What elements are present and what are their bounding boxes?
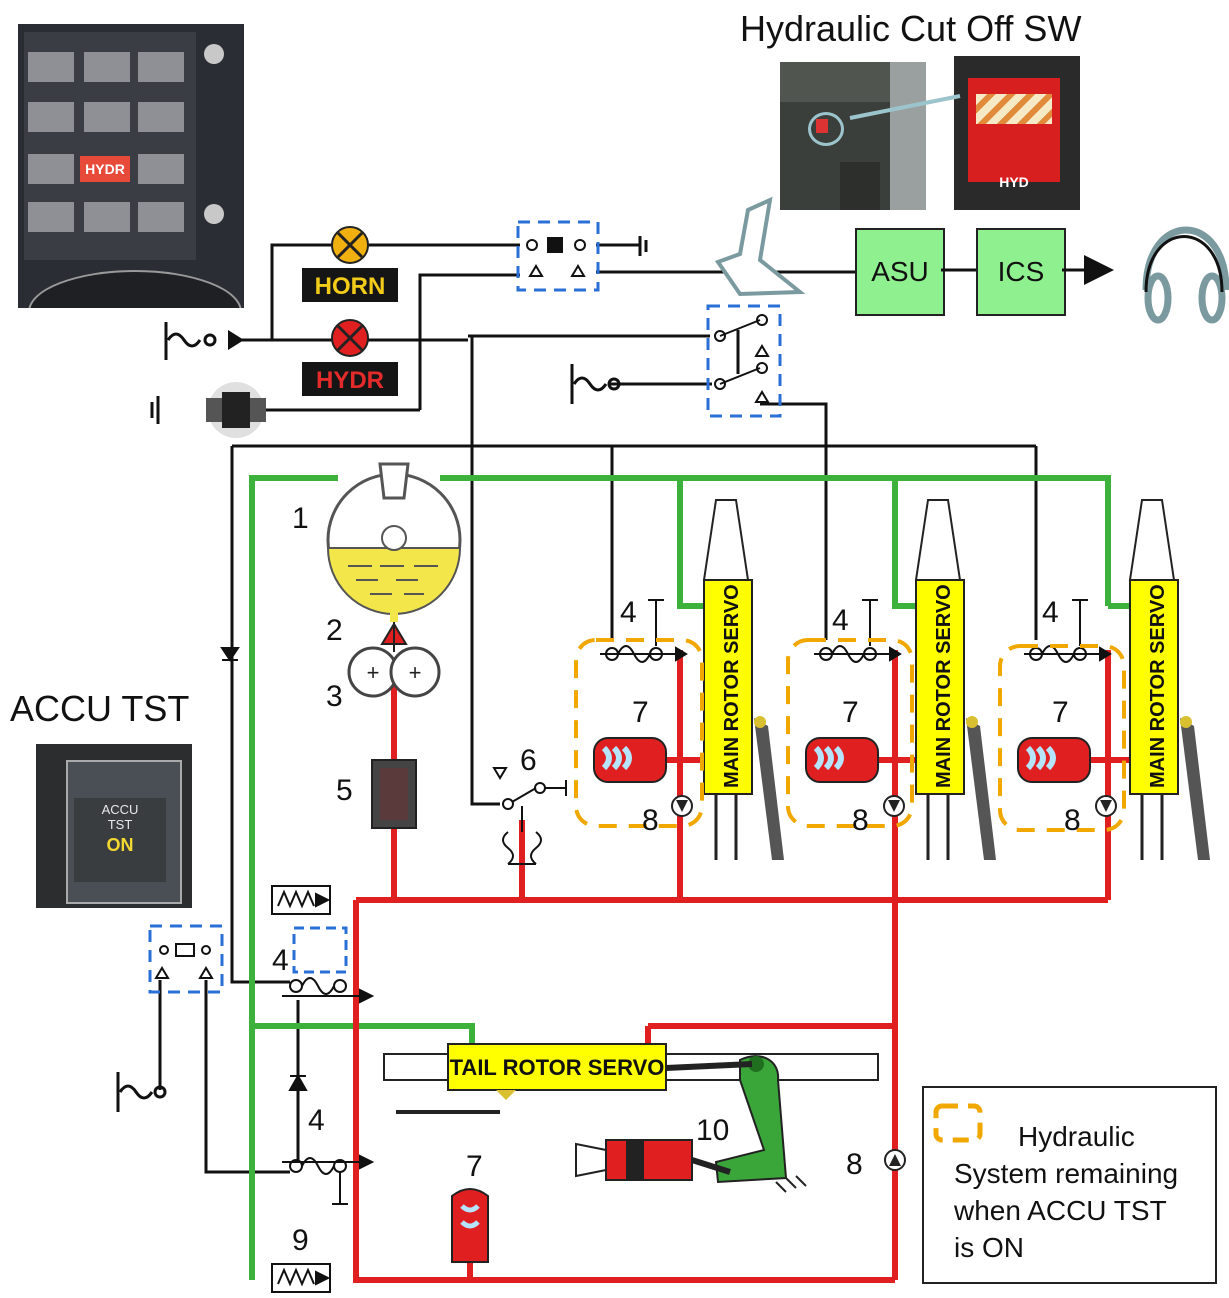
- hyd-switch-label: HYD: [999, 174, 1029, 190]
- label-check-valve-8-b: 8: [852, 804, 869, 837]
- label-valve-4-d: 4: [272, 944, 289, 977]
- label-valve-4-e: 4: [308, 1104, 325, 1137]
- photo-link-line: [849, 94, 961, 120]
- accu-tst-title: ACCU TST: [10, 688, 190, 729]
- accumulators: [451, 737, 1091, 1263]
- legend-dashed-symbol: [933, 1103, 983, 1143]
- annunciator-panel-photo: HYDR: [18, 24, 244, 308]
- svg-text:+: +: [409, 660, 422, 685]
- legend-line1: Hydraulic: [1018, 1121, 1135, 1152]
- accu-switch-contacts: [154, 943, 214, 979]
- main-rotor-servo-label-1: MAIN ROTOR SERVO: [721, 584, 743, 788]
- tail-rotor-servo-assembly: [383, 1043, 879, 1193]
- legend-line4: is ON: [954, 1232, 1024, 1263]
- label-accumulator-7-b: 7: [842, 696, 859, 729]
- legend-box: Hydraulic System remaining when ACCU TST…: [922, 1086, 1217, 1284]
- connector-left-top: [164, 322, 217, 360]
- relay-dashed-box-right: [706, 304, 782, 418]
- main-rotor-servo-group: [702, 499, 1210, 860]
- hydr-label-bg: [302, 362, 398, 396]
- pointer-arrow: [714, 196, 806, 297]
- servo-solenoid-valves: [600, 599, 1112, 663]
- label-check-valve-8-c: 8: [1064, 804, 1081, 837]
- tail-rotor-servo-label: TAIL ROTOR SERVO: [450, 1055, 665, 1080]
- relay-contacts-top: [526, 237, 586, 277]
- valve-dashed-box: [292, 926, 348, 974]
- label-accumulator-7-c: 7: [1052, 696, 1069, 729]
- label-valve-4-a: 4: [620, 596, 637, 629]
- label-reservoir-1: 1: [292, 502, 309, 535]
- asu-box: ASU: [855, 228, 945, 316]
- headphones-icon: [1142, 226, 1229, 324]
- label-valve-4-c: 4: [1042, 596, 1059, 629]
- label-pump-3: 3: [326, 680, 343, 713]
- lower-solenoid-valves: [220, 647, 375, 1205]
- label-valve-4-b: 4: [832, 604, 849, 637]
- label-pressure-switch-6: 6: [520, 744, 537, 777]
- svg-text:+: +: [367, 660, 380, 685]
- diode-symbol: [228, 330, 244, 350]
- legend-text: Hydraulic System remaining when ACCU TST…: [954, 1118, 1214, 1266]
- label-linkage-10: 10: [696, 1114, 729, 1147]
- hydr-annunciator-light: HYDR: [80, 156, 130, 182]
- accu-button-state: ON: [106, 835, 134, 855]
- pump: + +: [347, 622, 441, 698]
- label-accumulator-7-a: 7: [632, 696, 649, 729]
- check-valves: [671, 795, 1117, 1171]
- ground-symbol: [638, 236, 648, 256]
- pressure-switch: [492, 767, 567, 865]
- label-pump-2: 2: [326, 614, 343, 647]
- horn-label: HORN: [315, 273, 386, 300]
- connector-right-mid: [570, 364, 621, 404]
- connector-lower-left: [116, 1072, 167, 1112]
- accu-button-line2: TST: [107, 817, 133, 832]
- label-check-valve-8-d: 8: [846, 1148, 863, 1181]
- remaining-system-dashed-areas: [574, 638, 1126, 832]
- cutoff-switch-title: Hydraulic Cut Off SW: [740, 8, 1082, 49]
- label-filter-5: 5: [336, 774, 353, 807]
- hydr-label: HYDR: [316, 367, 384, 394]
- legend-line2: System remaining: [954, 1158, 1179, 1189]
- electrical-wiring: [158, 243, 1114, 1174]
- ics-box: ICS: [976, 228, 1066, 316]
- sensor-connector-icon: [150, 382, 266, 438]
- label-accumulator-7-d: 7: [466, 1150, 483, 1183]
- label-valve-9: 9: [292, 1224, 309, 1257]
- accu-switch-dashed-box: [148, 924, 224, 994]
- horn-lamp-icon: [331, 226, 369, 264]
- accu-tst-photo: ACCU TST ON: [36, 744, 192, 908]
- cutoff-switch-photo-wide: [780, 62, 926, 210]
- reservoir: [326, 462, 462, 622]
- accu-button-line1: ACCU: [101, 802, 139, 817]
- filter: [371, 759, 417, 829]
- relay-contacts-right: [714, 314, 770, 403]
- pressure-relief-valves: [271, 885, 331, 1293]
- relay-dashed-box-top: [516, 220, 600, 292]
- cutoff-switch-photo-closeup: HYD: [954, 56, 1080, 210]
- legend-line3: when ACCU TST: [954, 1195, 1167, 1226]
- hydr-lamp-icon: [331, 319, 369, 357]
- main-rotor-servo-label-2: MAIN ROTOR SERVO: [933, 584, 955, 788]
- pressure-lines: [353, 650, 1130, 1283]
- label-check-valve-8-a: 8: [642, 804, 659, 837]
- main-rotor-servo-label-3: MAIN ROTOR SERVO: [1147, 584, 1169, 788]
- horn-label-bg: [302, 268, 398, 302]
